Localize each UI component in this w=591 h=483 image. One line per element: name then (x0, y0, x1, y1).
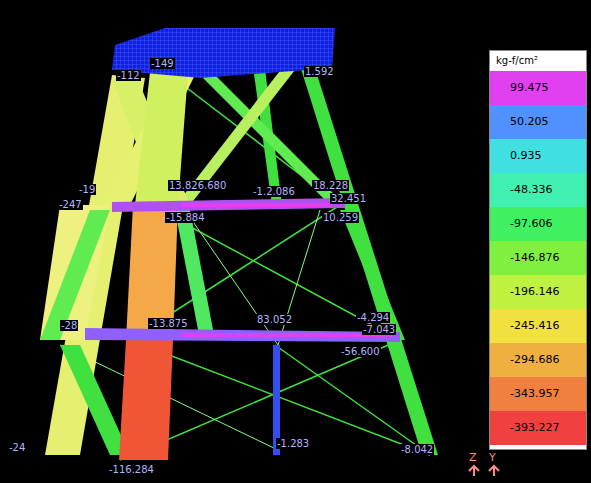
legend-value: -196.146 (490, 285, 559, 298)
legend-value: -245.416 (490, 319, 559, 332)
legend-value: -97.606 (490, 217, 552, 230)
legend-unit: kg-f/cm² (490, 51, 586, 71)
stress-value: 18.228 (312, 180, 349, 191)
stress-value: 1.592 (304, 66, 335, 77)
stress-value: -4.294 (356, 312, 390, 323)
stress-value: -15.884 (165, 212, 206, 223)
stress-value: -13.875 (148, 318, 189, 329)
color-legend: kg-f/cm² 99.475 50.205 0.935 -48.336 -97.606 -… (489, 50, 587, 450)
legend-row: -196.146 (490, 275, 586, 309)
legend-value: -343.957 (490, 387, 559, 400)
axis-label: Y (488, 452, 497, 463)
axis-label: Z (468, 452, 478, 463)
legend-row: 50.205 (490, 105, 586, 139)
legend-value: -146.876 (490, 251, 559, 264)
stress-value: -8.042 (400, 444, 434, 455)
stress-value: -112 (116, 70, 141, 81)
legend-row: 99.475 (490, 71, 586, 105)
stress-value: 10.259 (322, 212, 359, 223)
stress-value: -247 (58, 199, 83, 210)
legend-row: -245.416 (490, 309, 586, 343)
stress-value: 13.826.680 (168, 180, 227, 191)
stress-value: 83.052 (256, 314, 293, 325)
stress-value: -19 (78, 184, 96, 195)
legend-row: 0.935 (490, 139, 586, 173)
legend-value: -294.686 (490, 353, 559, 366)
legend-row: -48.336 (490, 173, 586, 207)
legend-row: -97.606 (490, 207, 586, 241)
legend-row: -146.876 (490, 241, 586, 275)
legend-value: 0.935 (490, 149, 542, 162)
legend-row: -294.686 (490, 343, 586, 377)
stress-value: -56.600 (340, 346, 381, 357)
legend-row: -343.957 (490, 377, 586, 411)
stress-value: 32.451 (330, 193, 367, 204)
stress-value: -149 (150, 58, 175, 69)
legend-value: 50.205 (490, 115, 549, 128)
stress-value: -116.284 (108, 464, 155, 475)
stress-value: -7.043 (362, 324, 396, 335)
legend-value: -48.336 (490, 183, 552, 196)
stress-value: -28 (60, 320, 78, 331)
stress-value: -1.283 (276, 438, 310, 449)
legend-row: -393.227 (490, 411, 586, 445)
legend-value: -393.227 (490, 421, 559, 434)
legend-value: 99.475 (490, 81, 549, 94)
stress-value: -24 (8, 442, 26, 453)
stress-value: -1.2.086 (252, 186, 296, 197)
